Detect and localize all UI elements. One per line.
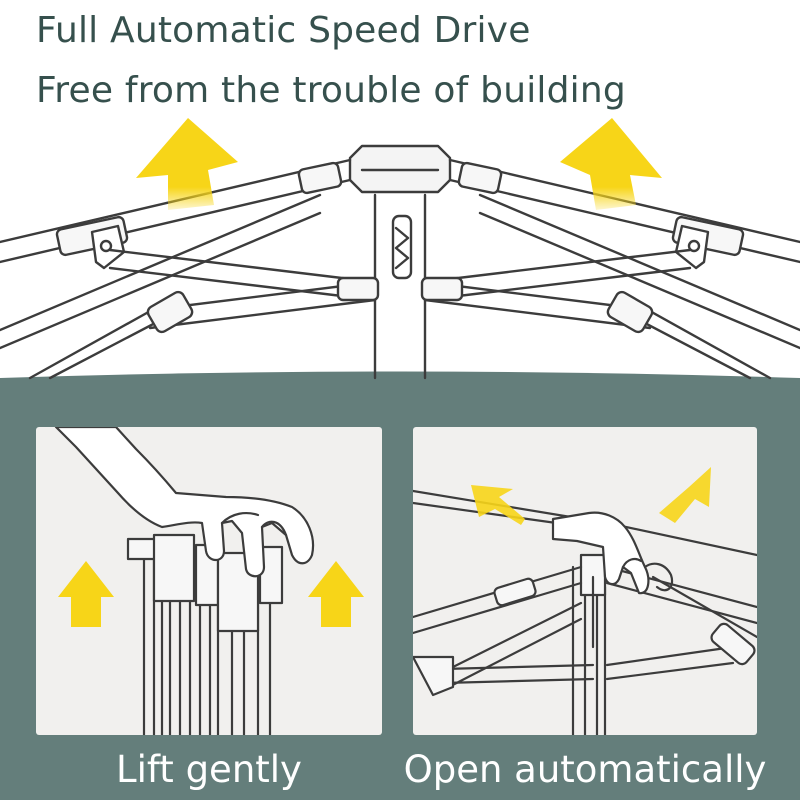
- lift-gently-panel: [36, 427, 382, 735]
- headline-line-1: Full Automatic Speed Drive: [36, 10, 531, 51]
- caption-lift-gently: Lift gently: [116, 748, 302, 791]
- up-arrow-icon: [560, 118, 662, 210]
- up-arrow-icon: [136, 118, 238, 210]
- hand-lifting-hub-illustration: [54, 427, 364, 735]
- up-left-arrow-icon: [471, 485, 525, 525]
- frame-opening-illustration: [413, 467, 757, 735]
- caption-open-automatically: Open automatically: [403, 748, 767, 791]
- up-arrow-icon: [58, 561, 114, 627]
- up-arrow-icon: [308, 561, 364, 627]
- up-right-arrow-icon: [659, 467, 711, 523]
- headline-line-2: Free from the trouble of building: [36, 70, 626, 111]
- open-automatically-panel: [413, 427, 757, 735]
